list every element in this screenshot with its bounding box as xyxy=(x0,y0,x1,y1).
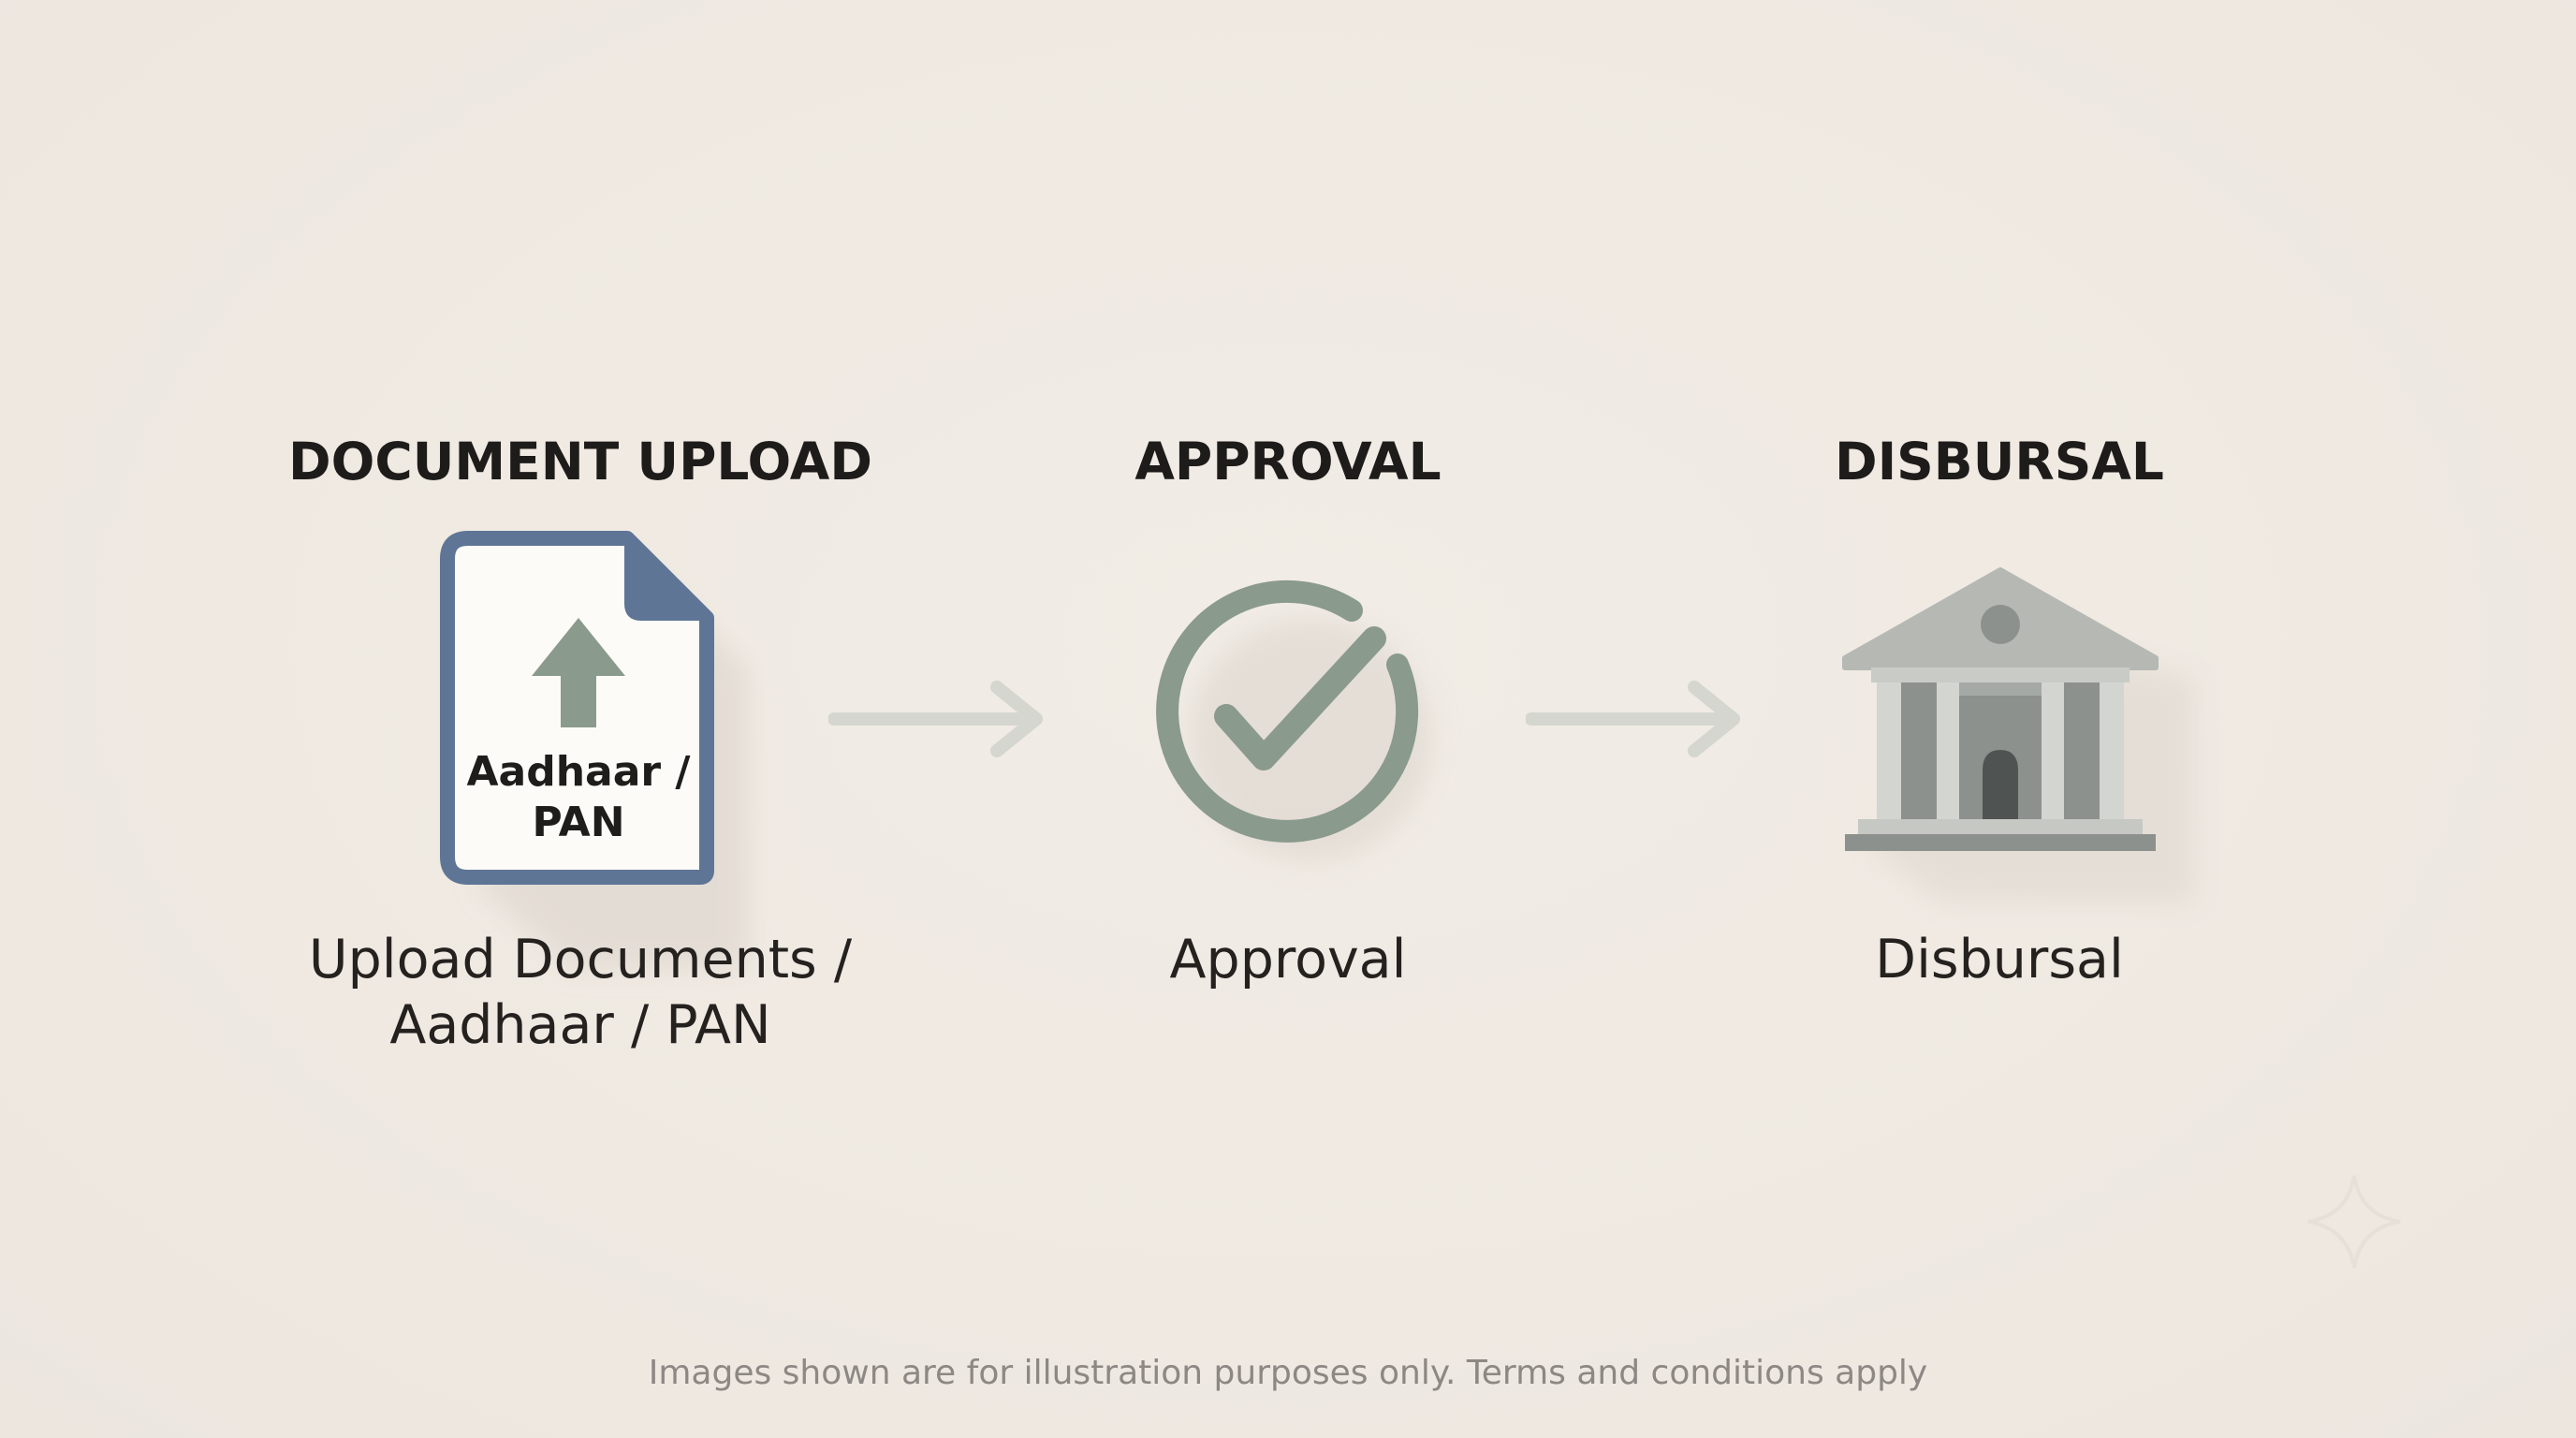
step-title-approval: APPROVAL xyxy=(1134,432,1442,492)
document-icon-text-line2: PAN xyxy=(532,799,624,846)
step-title-document-upload: DOCUMENT UPLOAD xyxy=(288,432,872,492)
bank-icon xyxy=(1839,566,2195,903)
document-icon-text-line1: Aadhaar / xyxy=(466,748,691,796)
step-caption-disbursal: Disbursal xyxy=(1719,927,2280,992)
check-circle-icon xyxy=(1149,580,1432,861)
step-caption-document-upload: Upload Documents / Aadhaar / PAN xyxy=(262,927,899,1058)
footer-disclaimer: Images shown are for illustration purpos… xyxy=(648,1354,1928,1392)
flow-arrow-1 xyxy=(827,680,1053,768)
sparkle-icon xyxy=(2303,1170,2406,1277)
step-title-disbursal: DISBURSAL xyxy=(1835,432,2164,492)
caption-line: Aadhaar / PAN xyxy=(389,994,771,1056)
document-upload-icon: Aadhaar / PAN xyxy=(440,529,758,969)
caption-line: Disbursal xyxy=(1875,929,2124,990)
caption-line: Approval xyxy=(1169,929,1407,990)
step-caption-approval: Approval xyxy=(1007,927,1569,992)
upload-arrow-icon xyxy=(532,618,625,727)
caption-line: Upload Documents / xyxy=(308,929,853,990)
flow-arrow-2 xyxy=(1525,680,1750,768)
